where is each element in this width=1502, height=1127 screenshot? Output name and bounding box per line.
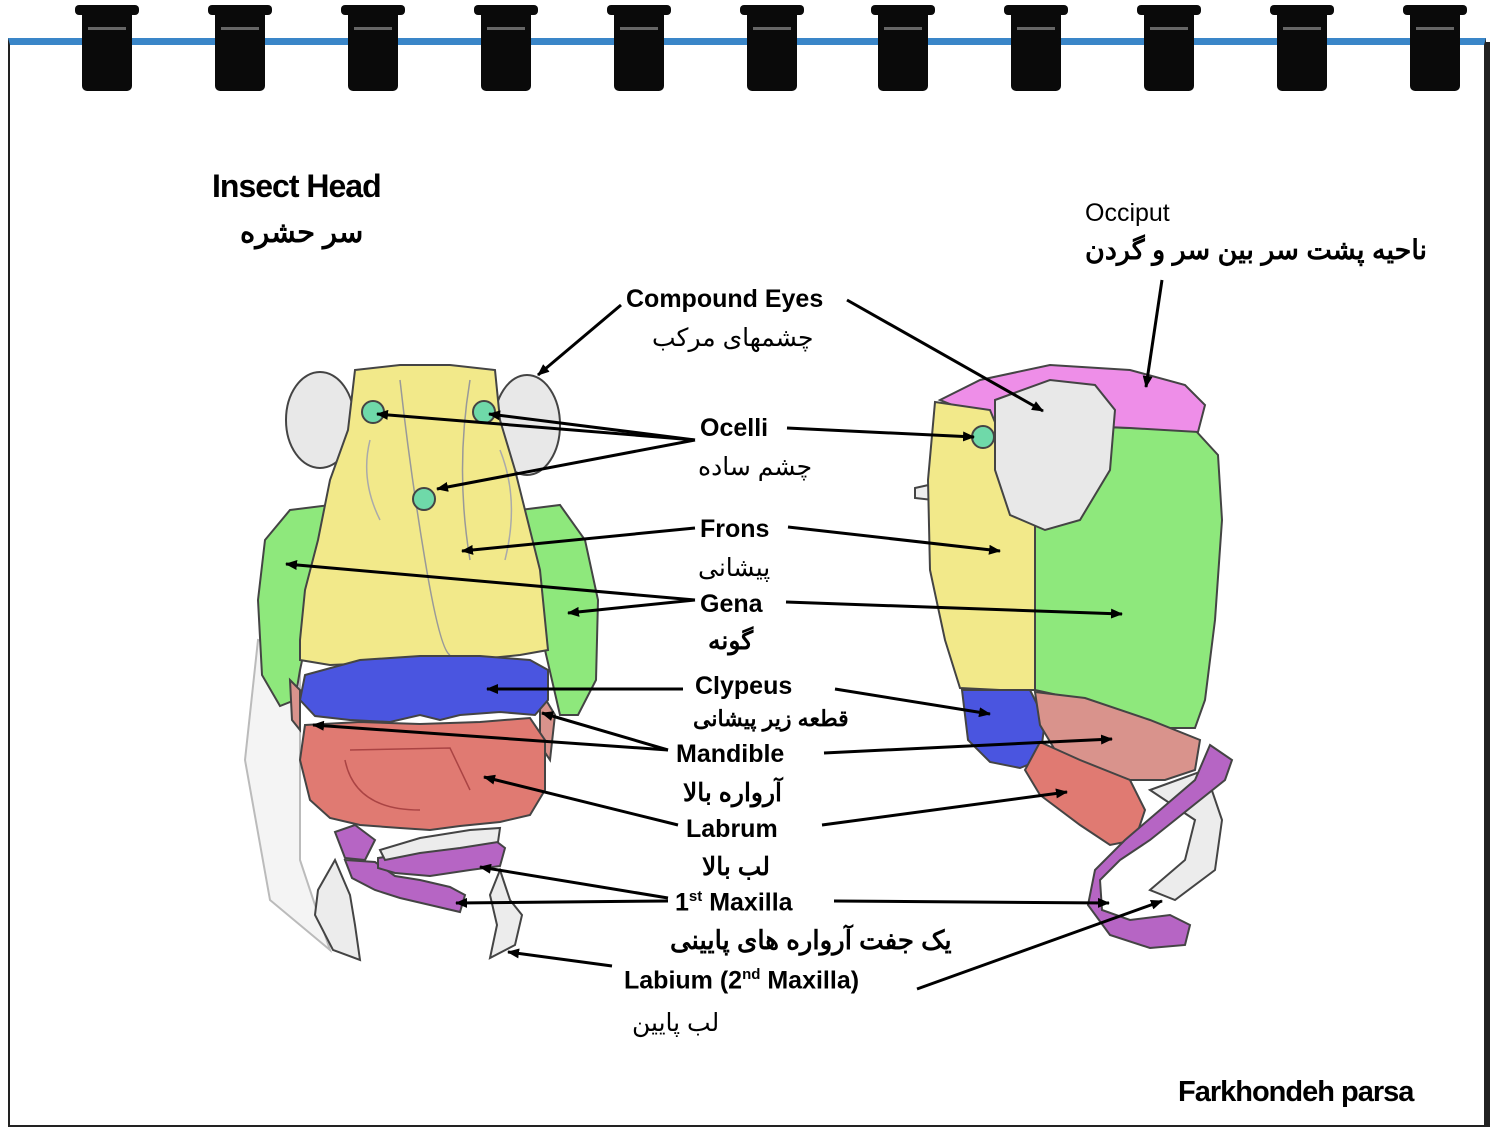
binder-ring [740,5,804,91]
side-ocellus [971,425,995,449]
arrow-compound-eye-side [846,298,1044,413]
page-title-persian: سر حشره [240,217,364,249]
label-ocelli: Ocelli [700,414,769,442]
label-gena: Gena [700,590,763,618]
arrow-ocellus-median [436,438,696,492]
binder-ring [871,5,935,91]
label-frons-persian: پیشانی [698,554,771,582]
label-clypeus-persian: قطعه زیر پیشانی [693,706,849,731]
label-labrum: Labrum [686,815,778,843]
arrow-gena-left [285,559,696,602]
front-labial-palp-right [488,867,524,960]
label-labium-postfix: Maxilla) [760,966,860,995]
arrow-labium-side [916,899,1163,991]
label-first-maxilla-number: 1 [675,888,689,917]
label-clypeus: Clypeus [695,672,793,700]
label-ocelli-persian: چشم ساده [698,453,813,481]
label-labrum-persian: لب بالا [702,853,770,881]
side-view-head [914,363,1234,950]
page-frame [8,38,1486,1127]
front-view-head [243,364,600,962]
binder-ring [208,5,272,91]
binder-ring [1270,5,1334,91]
front-clypeus [298,655,549,724]
label-mandible-persian: آرواره بالا [683,779,782,807]
binder-ring [1137,5,1201,91]
arrow-maxilla-right [455,897,669,908]
label-compound-eyes: Compound Eyes [626,285,824,313]
front-maxilla-palp-1 [333,823,377,862]
front-ocellus-right [472,400,496,424]
arrow-occiput [1142,279,1164,388]
front-mandible-left [288,677,301,733]
binder-ring [474,5,538,91]
arrow-ocellus-side [786,426,975,442]
binder-ring [75,5,139,91]
arrow-gena-side [785,600,1123,619]
arrow-frons-front [461,526,696,555]
front-labial-palp-left [313,857,362,962]
side-compound-eye [994,378,1117,532]
label-first-maxilla-name: Maxilla [709,888,793,917]
label-frons: Frons [700,515,770,543]
label-first-maxilla-persian: یک جفت آرواره های پایینی [670,925,952,955]
arrow-gena-right [567,598,696,617]
label-arrows [285,279,1164,991]
front-labium-center [378,826,502,862]
binder-ring [1004,5,1068,91]
label-compound-eyes-persian: چشمهای مرکب [652,324,814,352]
label-mandible: Mandible [676,740,785,768]
label-labium: Labium (2nd Maxilla) [624,966,859,995]
arrow-frons-side [787,525,1001,555]
author-credit: Farkhondeh parsa [1178,1076,1414,1108]
label-labium-prefix: Labium (2 [624,966,743,995]
arrow-mandible-right [541,711,669,752]
arrow-maxilla-side [833,897,1110,908]
arrow-ocellus-right [488,410,696,442]
arrow-maxilla-left [479,863,669,900]
arrow-clypeus-side [834,687,991,718]
binder-ring [1403,5,1467,91]
arrow-labium-front [507,948,613,968]
label-occiput-persian: ناحیه پشت سر بین سر و گردن [1085,235,1428,265]
binder-ring [341,5,405,91]
arrow-ocellus-left [376,409,696,442]
side-maxilla [1086,743,1234,950]
label-first-maxilla-suffix: st [688,888,703,905]
page-title: Insect Head [212,168,382,204]
label-first-maxilla: 1st Maxilla [675,888,793,917]
arrow-mandible-side [823,734,1113,755]
label-gena-persian: گونه [708,627,754,655]
arrow-compound-eye-front [537,303,622,377]
front-ocellus-left [361,400,385,424]
label-occiput: Occiput [1085,199,1170,227]
binder-ring [607,5,671,91]
arrow-mandible-left [312,720,669,752]
label-labium-persian: لب پایین [632,1009,720,1037]
arrow-labrum-front [483,774,679,827]
front-ocellus-median [412,487,436,511]
front-labrum [298,716,546,832]
label-labium-suffix: nd [742,966,761,983]
arrow-labrum-side [821,788,1068,827]
